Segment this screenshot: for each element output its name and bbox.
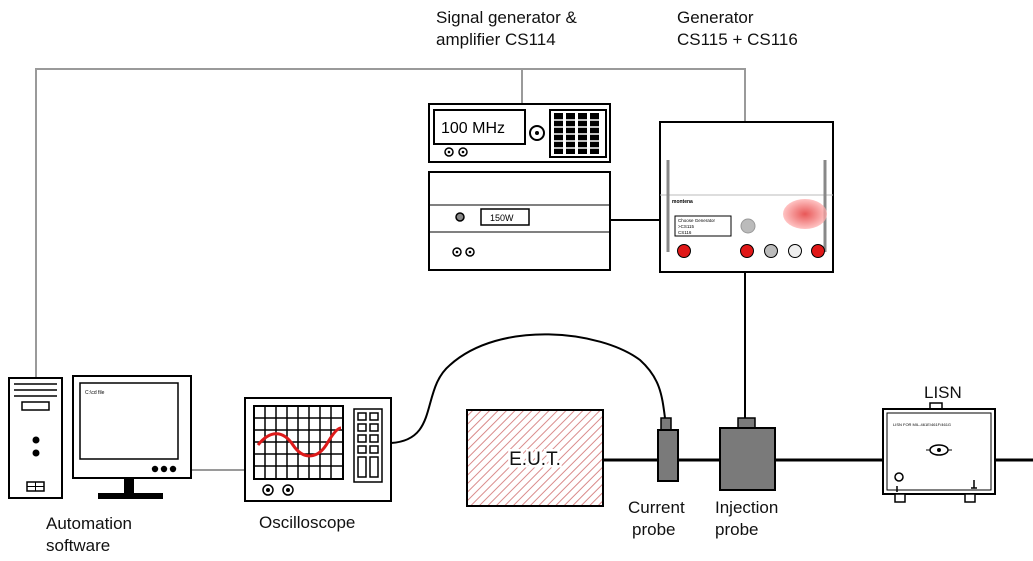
power-display-text: 150W (490, 213, 514, 223)
lisn-ground-icon (894, 472, 904, 482)
lisn-plate: LISN FOR MIL-461E/461F/461G (893, 422, 951, 427)
brand-dots-graphic (783, 199, 827, 229)
generator-screen-line1: Choose Generator (678, 218, 716, 223)
frequency-display (433, 109, 526, 145)
injection-probe-label-line1: Injection (715, 498, 779, 517)
frequency-display-text: 100 MHz (441, 120, 505, 137)
automation-pc: C:\cd file (8, 375, 192, 499)
monitor-screen (79, 382, 179, 460)
generator-screen (674, 215, 732, 237)
generator-buttons (677, 244, 825, 258)
eut: E.U.T. E.U.T. (466, 409, 604, 507)
automation-label-line2: software (46, 536, 111, 555)
monitor-screen-text: C:\cd file (85, 390, 105, 396)
lisn: LISN FOR MIL-461E/461F/461G (882, 402, 996, 503)
power-display (480, 208, 530, 226)
generator-dial-icon (740, 218, 756, 234)
current-probe (657, 417, 679, 482)
control-lines (35, 68, 746, 471)
automation-label-line1: Automation (46, 514, 132, 533)
generator-brand: montena (672, 199, 693, 205)
signal-cables (390, 219, 1033, 462)
generator-screen-line3: CS116 (678, 230, 692, 235)
oscilloscope (244, 397, 392, 502)
sine-wave-icon (256, 426, 342, 458)
amp-knob-icon (455, 212, 465, 222)
signal-generator-label-line1: Signal generator & (436, 8, 577, 27)
eut-label: E.U.T. (509, 449, 561, 470)
amplifier: 150W (428, 171, 611, 271)
generator-label-line2: CS115 + CS116 (677, 30, 798, 49)
current-probe-label-line1: Current (628, 498, 685, 517)
generator-cs115-cs116: montena Choose Generator >CS115 CS116 (659, 121, 834, 273)
current-probe-label-line2: probe (632, 520, 676, 539)
generator-label-line1: Generator (677, 8, 754, 27)
lisn-label: LISN (924, 383, 962, 402)
signal-generator-label-line2: amplifier CS114 (436, 30, 556, 49)
eut-label-halo: E.U.T. (509, 449, 561, 470)
generator-screen-line2: >CS115 (678, 224, 695, 229)
signal-generator: 100 MHz (428, 103, 611, 163)
injection-probe (719, 417, 776, 491)
injection-probe-label-line2: probe (715, 520, 759, 539)
oscilloscope-label: Oscilloscope (259, 513, 356, 532)
